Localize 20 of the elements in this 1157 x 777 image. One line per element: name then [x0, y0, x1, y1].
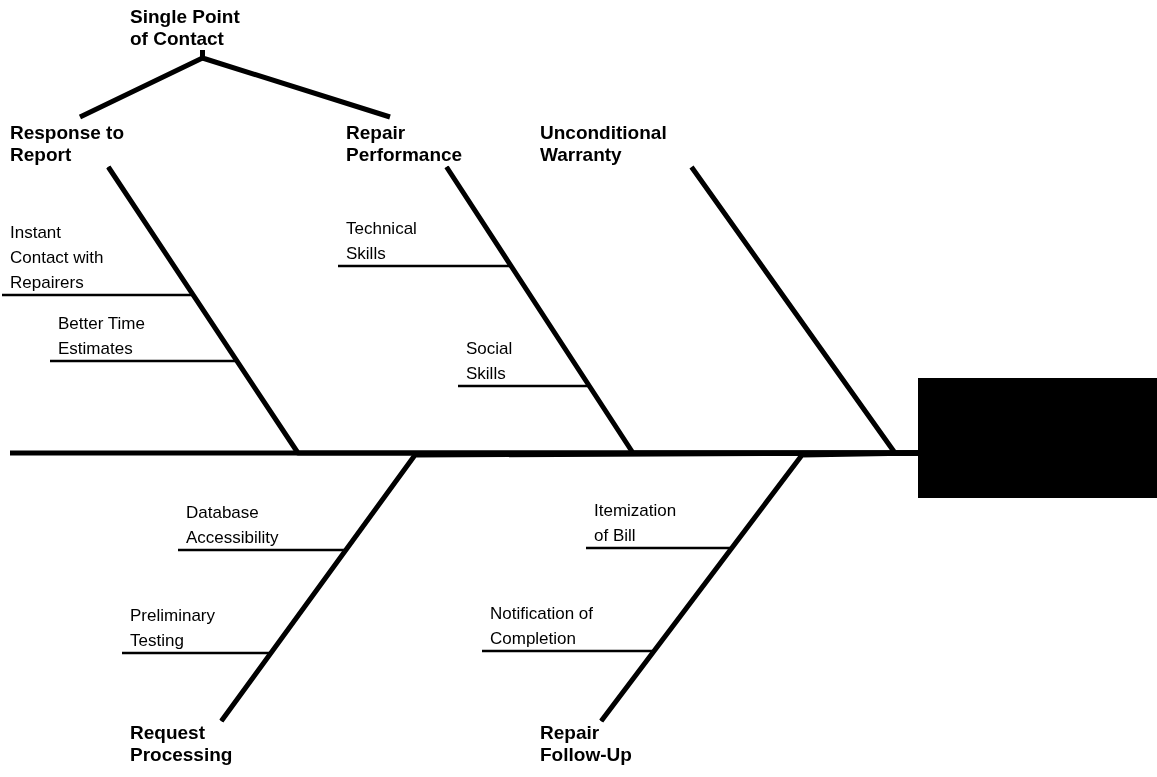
category-label: Unconditional Warranty	[540, 122, 690, 166]
cause-label: Social Skills	[466, 336, 526, 386]
category-label: Repair Performance	[346, 122, 496, 166]
cause-label: Itemization of Bill	[594, 498, 694, 548]
cause-label: Technical Skills	[346, 216, 436, 266]
cause-line	[482, 649, 656, 722]
category-label: Single Point of Contact	[130, 6, 255, 50]
cause-label: Notification of Completion	[490, 601, 602, 651]
category-label: Request Processing	[130, 722, 240, 766]
category-label: Repair Follow-Up	[540, 722, 645, 766]
bone-line	[599, 450, 919, 723]
bone-line	[689, 165, 918, 456]
cause-label: Database Accessibility	[186, 500, 296, 550]
bone-line	[200, 50, 391, 120]
cause-label: Better Time Estimates	[58, 311, 188, 361]
effect-box	[918, 378, 1157, 498]
cause-line	[445, 166, 591, 388]
cause-label: Preliminary Testing	[130, 603, 230, 653]
category-label: Response to Report	[10, 122, 125, 166]
cause-label: Instant Contact with Repairers	[10, 220, 115, 295]
